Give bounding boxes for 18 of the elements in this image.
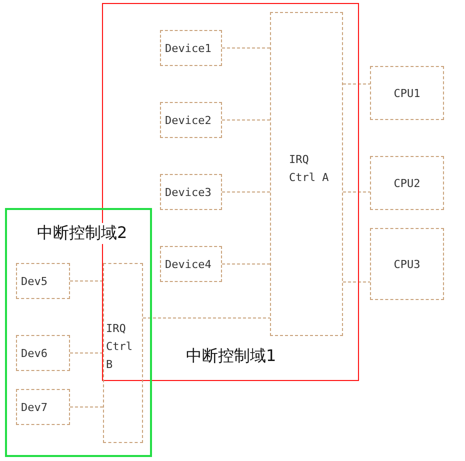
connector-line [70,280,104,282]
connector-line [70,406,104,408]
component-box: CPU1 [370,66,444,120]
domain-box [102,3,359,381]
domain-title: 中断控制域2 [37,223,128,244]
domain-box [5,208,152,457]
controller-box: IRQ Ctrl A [270,12,343,336]
component-box: Device3 [160,174,222,210]
component-box: Dev7 [16,389,70,425]
component-box: Dev5 [16,263,70,299]
component-box: Device2 [160,102,222,138]
connector-line [70,352,104,354]
component-box: CPU3 [370,228,444,300]
component-box: Device1 [160,30,222,66]
controller-box: IRQ Ctrl B [103,263,143,443]
component-box: CPU2 [370,156,444,210]
component-box: Dev6 [16,335,70,371]
component-box: Device4 [160,246,222,282]
